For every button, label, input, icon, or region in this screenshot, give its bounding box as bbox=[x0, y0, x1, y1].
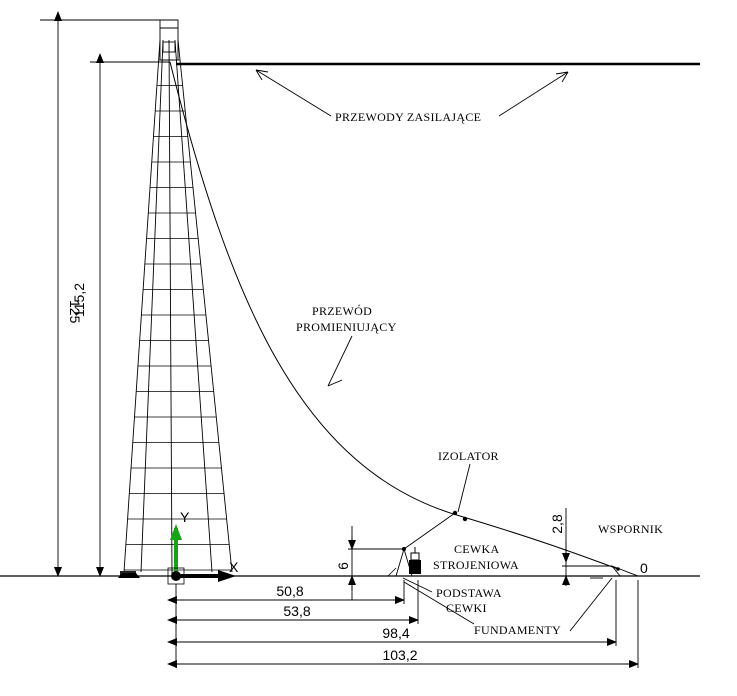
dimension-mast-height-value: 125 bbox=[67, 300, 83, 324]
coil-lead bbox=[403, 512, 456, 550]
label-zero: 0 bbox=[640, 560, 648, 576]
y-axis-label: Y bbox=[180, 509, 190, 525]
label-insulator: IZOLATOR bbox=[438, 449, 499, 463]
insulator-dot-2 bbox=[462, 516, 468, 522]
axis-origin bbox=[167, 524, 236, 585]
dimension-50-8: 50,8 bbox=[276, 583, 303, 599]
label-foundations: FUNDAMENTY bbox=[474, 623, 561, 637]
foundation-block bbox=[118, 573, 140, 578]
label-radiating-wire-1: PRZEWÓD bbox=[312, 304, 372, 318]
mast bbox=[123, 19, 233, 575]
label-supply-wires: PRZEWODY ZASILAJĄCE bbox=[335, 110, 481, 124]
dimension-103-2: 103,2 bbox=[382, 647, 417, 663]
horizontal-dimensions bbox=[167, 580, 639, 668]
label-radiating-wire-2: PROMIENIUJĄCY bbox=[296, 320, 397, 334]
dimension-coil-height-value: 6 bbox=[335, 562, 351, 570]
dimension-98-4: 98,4 bbox=[382, 625, 409, 641]
dimension-coil-height bbox=[348, 526, 404, 600]
label-coil-base-1: PODSTAWA bbox=[436, 586, 502, 600]
dimension-53-8: 53,8 bbox=[283, 603, 310, 619]
label-tuning-coil-1: CEWKA bbox=[454, 542, 500, 556]
tuning-coil bbox=[387, 547, 421, 577]
mast-rungs bbox=[124, 59, 232, 571]
x-axis-label: X bbox=[229, 559, 239, 575]
label-bracket: WSPORNIK bbox=[598, 522, 663, 536]
bracket-end-dot bbox=[616, 567, 620, 571]
dimension-feed-height-value: 115,2 bbox=[71, 283, 87, 317]
radiating-wire bbox=[169, 61, 619, 570]
leader-lines bbox=[255, 69, 613, 632]
dimension-bracket-height bbox=[562, 508, 612, 586]
dimension-bracket-height-value: 2,8 bbox=[549, 514, 565, 534]
bracket bbox=[611, 565, 639, 577]
dimension-feed-height bbox=[90, 53, 170, 577]
label-tuning-coil-2: STROJENIOWA bbox=[433, 558, 519, 572]
dimension-mast-height bbox=[40, 11, 178, 577]
label-coil-base-2: CEWKI bbox=[446, 601, 487, 615]
